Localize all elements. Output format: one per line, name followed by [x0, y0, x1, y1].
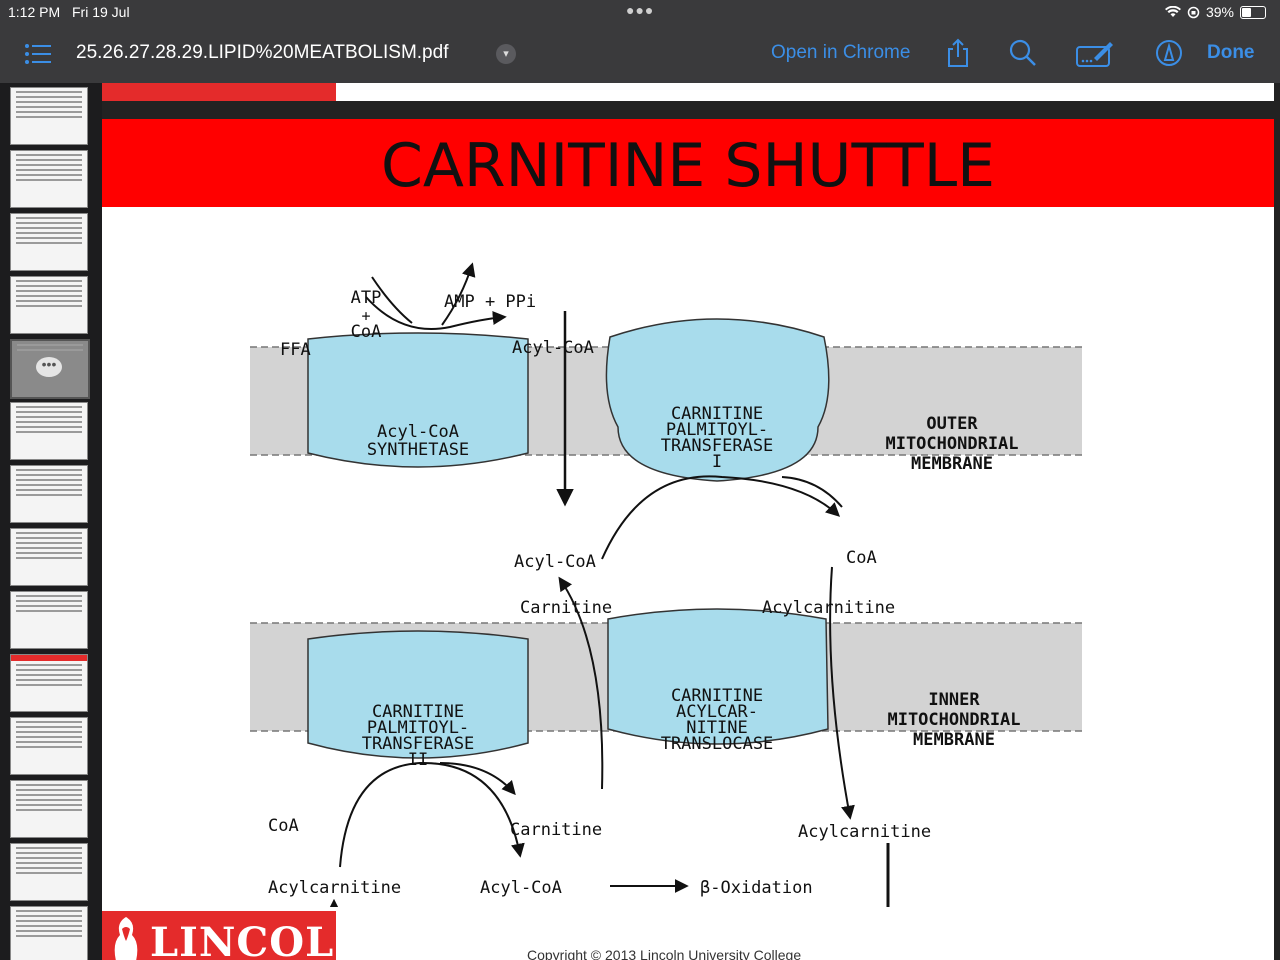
lincoln-logo: LINCOLN: [102, 911, 371, 960]
page-thumbnail[interactable]: [10, 717, 88, 775]
page-thumbnails: •••: [0, 83, 102, 960]
page-thumbnail[interactable]: [10, 87, 88, 145]
slide-title: CARNITINE SHUTTLE: [380, 131, 996, 201]
page-thumbnail-current[interactable]: •••: [10, 339, 90, 399]
label-coa-low: CoA: [268, 816, 299, 836]
label-cpt1-1: CARNITINE: [671, 404, 763, 424]
cpt2-enzyme: [307, 630, 529, 759]
document-view[interactable]: CARNITINE SHUTTLE: [102, 83, 1280, 960]
arrow-atp-in: [371, 276, 413, 324]
label-outer-1: OUTER: [926, 414, 978, 434]
label-translocase-2: ACYLCAR-: [676, 702, 758, 722]
label-cpt1-2: PALMITOYL-: [666, 420, 768, 440]
search-icon[interactable]: [1008, 38, 1038, 68]
more-options-icon[interactable]: •••: [36, 357, 62, 377]
label-acylcarnitine-mid: Acylcarnitine: [762, 598, 895, 618]
arrow-activation: [365, 296, 507, 330]
label-cpt2-3: TRANSFERASE: [362, 734, 475, 754]
label-cpt1-3: TRANSFERASE: [661, 436, 774, 456]
logo-text: LINCOLN: [150, 919, 372, 960]
arrow-cpt2-carnitine: [439, 762, 516, 796]
status-right: 39%: [1164, 4, 1266, 20]
copyright-text: Copyright © 2013 Lincoln University Coll…: [527, 947, 802, 960]
label-inner-2: MITOCHONDRIAL: [887, 710, 1020, 730]
arrow-cpt1-coa: [781, 476, 843, 508]
label-outer-3: MEMBRANE: [911, 454, 993, 474]
page-thumbnail[interactable]: [10, 150, 88, 208]
label-acylcoa-bottom: Acyl-CoA: [480, 878, 562, 898]
label-plus: +: [361, 307, 370, 325]
previous-page-edge: [102, 83, 1274, 101]
open-in-chrome-button[interactable]: Open in Chrome: [771, 42, 911, 63]
arrow-amp-out: [441, 262, 476, 326]
label-inner-3: MEMBRANE: [913, 730, 995, 750]
previous-page-logo: [102, 83, 336, 101]
done-button[interactable]: Done: [1207, 42, 1255, 63]
status-date: Fri 19 Jul: [72, 4, 130, 20]
markup-icon[interactable]: [1076, 38, 1114, 68]
label-acylcoa-mid: Acyl-CoA: [514, 552, 596, 572]
page-thumbnail[interactable]: [10, 654, 88, 712]
label-translocase-4: TRANSLOCASE: [661, 734, 774, 754]
multitasking-dots-icon[interactable]: ●●●: [626, 2, 655, 18]
label-beta-oxidation: β-Oxidation: [700, 878, 813, 898]
page-thumbnail[interactable]: [10, 402, 88, 460]
translocase-enzyme: [607, 608, 829, 745]
label-synthetase-1: Acyl-CoA: [377, 422, 459, 442]
status-bar: 1:12 PM Fri 19 Jul ●●● 39%: [0, 0, 1280, 26]
label-translocase-1: CARNITINE: [671, 686, 763, 706]
label-carnitine-low: Carnitine: [510, 820, 602, 840]
label-acylcarnitine-low: Acylcarnitine: [798, 822, 931, 842]
label-amp-ppi: AMP + PPi: [444, 292, 536, 312]
label-acylcarnitine-bottom: Acylcarnitine: [268, 878, 401, 898]
arrow-cpt2-reaction: [339, 761, 525, 868]
wifi-icon: [1164, 6, 1181, 17]
page-thumbnail[interactable]: [10, 528, 88, 586]
label-inner-1: INNER: [928, 690, 980, 710]
carnitine-shuttle-diagram: ATP + CoA AMP + PPi FFA Acyl-CoA Acyl-Co…: [250, 262, 1082, 907]
label-ffa: FFA: [280, 340, 311, 360]
label-cpt2-1: CARNITINE: [372, 702, 464, 722]
battery-fill: [1242, 7, 1252, 17]
label-translocase-3: NITINE: [686, 718, 747, 738]
page-thumbnail[interactable]: [10, 591, 88, 649]
label-coa-mid: CoA: [846, 548, 877, 568]
label-cpt2-4: II: [408, 750, 428, 770]
arrow-cpt1-reaction: [601, 475, 841, 560]
slide-banner: CARNITINE SHUTTLE: [102, 119, 1274, 207]
label-cpt2-2: PALMITOYL-: [367, 718, 469, 738]
arrow-acylcarnitine-down: [829, 566, 855, 820]
label-coa-top: CoA: [351, 322, 382, 342]
annotate-icon[interactable]: [1154, 38, 1184, 68]
crest-icon: [114, 917, 138, 960]
status-time: 1:12 PM: [8, 4, 61, 20]
orientation-lock-icon: [1187, 6, 1200, 18]
share-icon[interactable]: [943, 38, 973, 68]
label-acylcoa-top: Acyl-CoA: [512, 338, 594, 358]
chevron-down-icon[interactable]: ▾: [496, 44, 516, 64]
arrow-carnitine-up: [558, 576, 604, 790]
cpt1-enzyme: [605, 318, 830, 482]
arrow-recycle: [323, 843, 890, 907]
page-thumbnail[interactable]: [10, 843, 88, 901]
page-thumbnail[interactable]: [10, 906, 88, 960]
page-thumbnail[interactable]: [10, 780, 88, 838]
label-outer-2: MITOCHONDRIAL: [885, 434, 1018, 454]
label-carnitine-mid: Carnitine: [520, 598, 612, 618]
label-cpt1-4: I: [712, 452, 722, 472]
document-title[interactable]: 25.26.27.28.29.LIPID%20MEATBOLISM.pdf: [76, 42, 449, 63]
acylcoa-synthetase-enzyme: [307, 332, 529, 468]
battery-icon: [1240, 5, 1266, 19]
battery-percent: 39%: [1205, 4, 1234, 20]
page-thumbnail[interactable]: [10, 465, 88, 523]
page-thumbnail[interactable]: [10, 213, 88, 271]
label-atp: ATP: [351, 288, 382, 308]
pdf-page: CARNITINE SHUTTLE: [102, 119, 1274, 960]
toolbar: 25.26.27.28.29.LIPID%20MEATBOLISM.pdf ▾ …: [0, 26, 1280, 83]
label-synthetase-2: SYNTHETASE: [367, 440, 469, 460]
page-thumbnail[interactable]: [10, 276, 88, 334]
list-icon[interactable]: [24, 42, 52, 66]
